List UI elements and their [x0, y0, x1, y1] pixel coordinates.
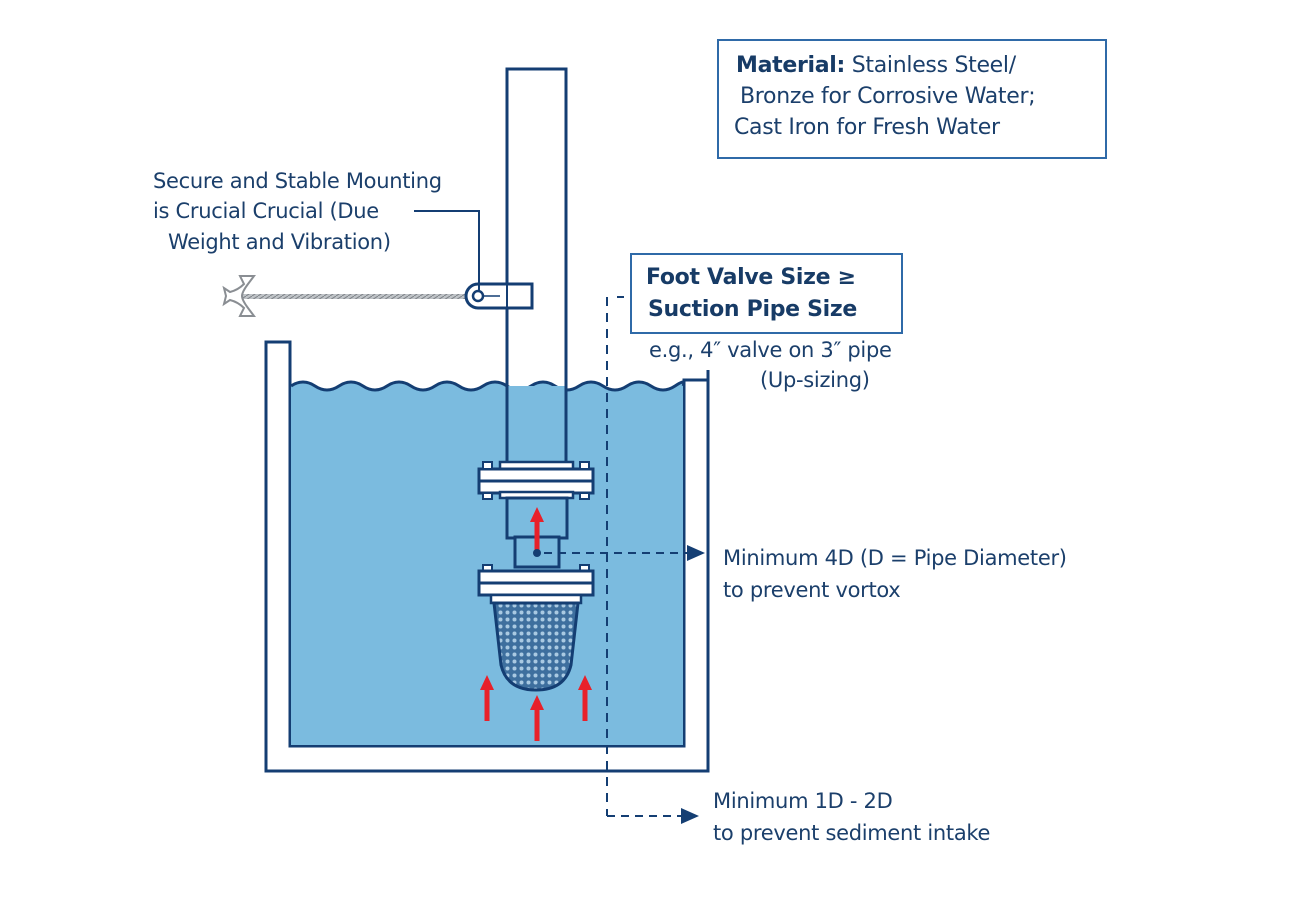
- material-label: Material:: [736, 53, 846, 78]
- flow-arrows: [480, 507, 592, 741]
- sizing-example-line-1: e.g., 4″ valve on 3″ pipe: [649, 338, 892, 362]
- clearance-line-1: Minimum 1D - 2D: [713, 789, 893, 813]
- sizing-line-1: Foot Valve Size ≥: [646, 265, 856, 290]
- material-line-3: Cast Iron for Fresh Water: [734, 115, 1000, 140]
- upper-flange: [477, 460, 595, 500]
- tank: [264, 340, 710, 773]
- mounting-bracket: [222, 275, 534, 317]
- mounting-note-line-3: Weight and Vibration): [168, 230, 391, 254]
- tank-wall: [264, 340, 710, 773]
- strainer-mesh-icon: [492, 601, 580, 692]
- water-surface: [290, 380, 686, 392]
- submergence-line-2: to prevent vortox: [723, 578, 901, 602]
- mounting-leader: [414, 210, 480, 291]
- anchor-icon: [222, 275, 256, 317]
- arrow-up-icon: [578, 675, 592, 721]
- submergence-line-1: Minimum 4D (D = Pipe Diameter): [723, 546, 1067, 570]
- sizing-example-line-2: (Up-sizing): [760, 368, 870, 392]
- suction-pipe: [505, 67, 568, 466]
- material-note-box: Material: Stainless Steel/ Bronze for Co…: [717, 39, 1107, 159]
- sizing-note-box: Foot Valve Size ≥ Suction Pipe Size: [630, 253, 903, 334]
- mounting-note-line-1: Secure and Stable Mounting: [153, 169, 442, 193]
- material-line-2: Bronze for Corrosive Water;: [740, 84, 1036, 109]
- arrow-up-icon: [530, 507, 544, 552]
- support-rope: [236, 294, 468, 299]
- mounting-note-line-2: is Crucial Crucial (Due: [153, 199, 379, 223]
- sizing-line-2: Suction Pipe Size: [648, 297, 858, 322]
- lower-flange: [477, 564, 595, 605]
- material-line-1: Stainless Steel/: [845, 53, 1016, 78]
- clearance-line-2: to prevent sediment intake: [713, 821, 991, 845]
- arrow-up-icon: [530, 695, 544, 741]
- measure-point: [533, 549, 541, 557]
- arrow-up-icon: [480, 675, 494, 721]
